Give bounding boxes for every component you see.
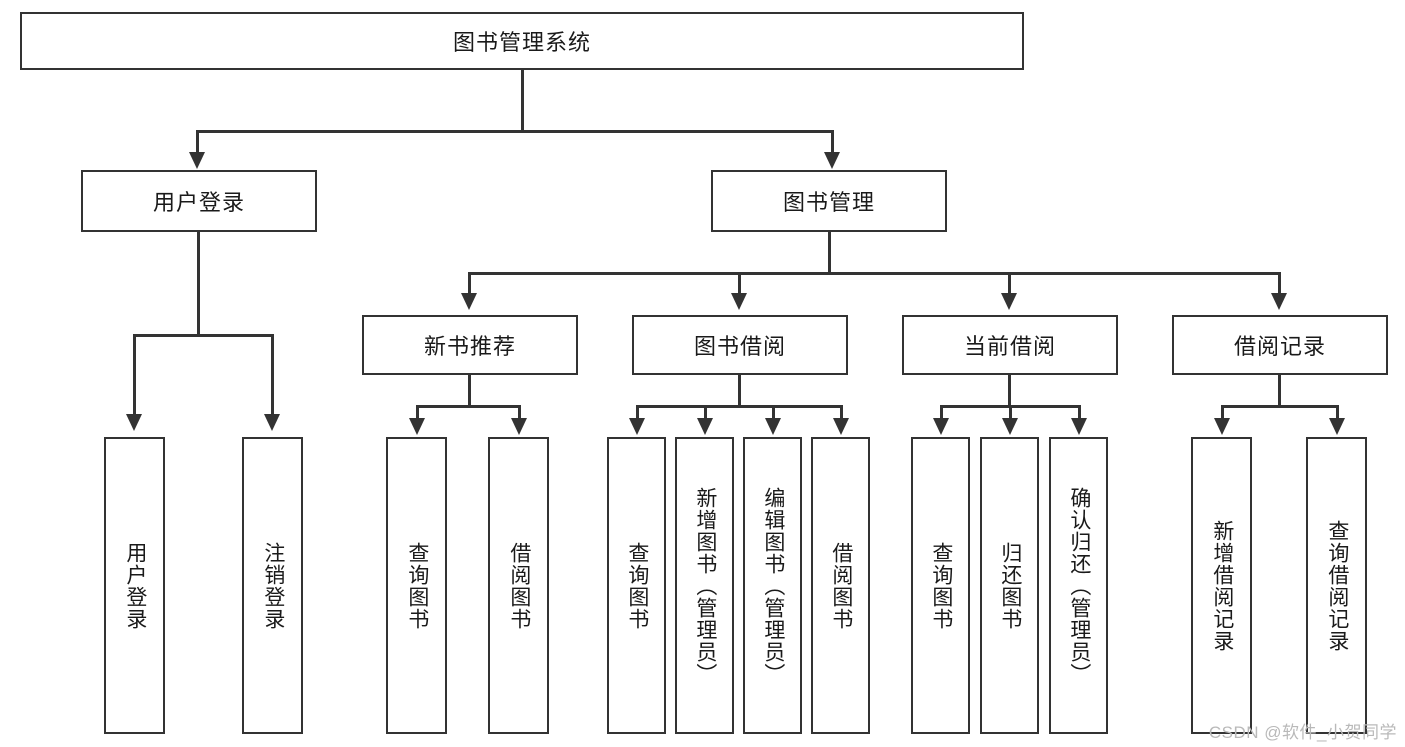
- leaf-query-book-2-label: 查询图书: [625, 541, 649, 630]
- node-book-management-label: 图书管理: [782, 190, 875, 215]
- connector-new-book-to-leaf-1: [416, 405, 419, 420]
- connector-user-login-to-leaf-1: [133, 334, 136, 416]
- leaf-query-book-3[interactable]: 查询图书: [911, 437, 970, 734]
- arrowhead-cb-to-leaf-3: [1071, 418, 1087, 435]
- arrowhead-bb-to-leaf-1: [629, 418, 645, 435]
- leaf-query-book-1[interactable]: 查询图书: [386, 437, 447, 734]
- root-node-label: 图书管理系统: [452, 30, 591, 55]
- connector-bm-to-borrow-record: [1278, 272, 1281, 295]
- leaf-borrow-book-1[interactable]: 借阅图书: [488, 437, 549, 734]
- connector-cb-to-leaf-1: [940, 405, 943, 420]
- arrowhead-cb-to-leaf-1: [933, 418, 949, 435]
- connector-root-to-book-management: [831, 130, 834, 155]
- node-current-borrow-label: 当前借阅: [963, 334, 1056, 359]
- leaf-query-book-3-label: 查询图书: [929, 541, 953, 630]
- arrowhead-cb-to-leaf-2: [1002, 418, 1018, 435]
- leaf-query-book-1-label: 查询图书: [405, 541, 429, 630]
- connector-book-management-bus: [469, 272, 1281, 275]
- connector-cb-to-leaf-2: [1009, 405, 1012, 420]
- connector-cb-to-leaf-3: [1078, 405, 1081, 420]
- arrowhead-root-to-book-management: [824, 152, 840, 169]
- arrowhead-bb-to-leaf-3: [765, 418, 781, 435]
- leaf-logout-label: 注销登录: [261, 541, 285, 630]
- connector-current-borrow-stem: [1008, 375, 1011, 407]
- leaf-borrow-book-1-label: 借阅图书: [507, 541, 531, 630]
- leaf-edit-book-admin[interactable]: 编辑图书（管理员）: [743, 437, 802, 734]
- arrowhead-bb-to-leaf-4: [833, 418, 849, 435]
- node-current-borrow[interactable]: 当前借阅: [902, 315, 1118, 375]
- leaf-add-borrow-record-label: 新增借阅记录: [1210, 519, 1234, 652]
- arrowhead-bm-to-book-borrow: [731, 293, 747, 310]
- arrowhead-br-to-leaf-1: [1214, 418, 1230, 435]
- arrowhead-new-book-to-leaf-2: [511, 418, 527, 435]
- connector-bb-to-leaf-2: [704, 405, 707, 420]
- leaf-add-book-admin-label: 新增图书（管理员）: [693, 486, 717, 685]
- node-user-login[interactable]: 用户登录: [81, 170, 317, 232]
- leaf-query-book-2[interactable]: 查询图书: [607, 437, 666, 734]
- leaf-add-book-admin[interactable]: 新增图书（管理员）: [675, 437, 734, 734]
- node-borrow-record-label: 借阅记录: [1233, 334, 1326, 359]
- leaf-borrow-book-2-label: 借阅图书: [829, 541, 853, 630]
- arrowhead-bm-to-borrow-record: [1271, 293, 1287, 310]
- leaf-return-book-label: 归还图书: [998, 541, 1022, 630]
- connector-user-login-stem: [197, 232, 200, 336]
- node-book-management[interactable]: 图书管理: [711, 170, 947, 232]
- leaf-confirm-return-admin[interactable]: 确认归还（管理员）: [1049, 437, 1108, 734]
- leaf-add-borrow-record[interactable]: 新增借阅记录: [1191, 437, 1252, 734]
- connector-new-book-bus: [417, 405, 521, 408]
- node-new-book-recommend-label: 新书推荐: [423, 334, 516, 359]
- node-borrow-record[interactable]: 借阅记录: [1172, 315, 1388, 375]
- leaf-user-login-label: 用户登录: [123, 541, 147, 630]
- root-node[interactable]: 图书管理系统: [20, 12, 1024, 70]
- arrowhead-user-login-to-leaf-2: [264, 414, 280, 431]
- leaf-logout[interactable]: 注销登录: [242, 437, 303, 734]
- connector-new-book-stem: [468, 375, 471, 407]
- arrowhead-bm-to-current-borrow: [1001, 293, 1017, 310]
- connector-user-login-to-leaf-2: [271, 334, 274, 416]
- arrowhead-new-book-to-leaf-1: [409, 418, 425, 435]
- leaf-return-book[interactable]: 归还图书: [980, 437, 1039, 734]
- connector-root-to-user-login: [196, 130, 199, 155]
- connector-bb-to-leaf-4: [840, 405, 843, 420]
- connector-br-to-leaf-1: [1221, 405, 1224, 420]
- connector-book-borrow-stem: [738, 375, 741, 407]
- node-new-book-recommend[interactable]: 新书推荐: [362, 315, 578, 375]
- leaf-user-login[interactable]: 用户登录: [104, 437, 165, 734]
- connector-book-borrow-bus: [637, 405, 842, 408]
- node-book-borrow-label: 图书借阅: [693, 334, 786, 359]
- connector-root-stem: [521, 70, 524, 132]
- csdn-watermark: CSDN @软件_小贺同学: [1208, 723, 1397, 742]
- leaf-query-borrow-record-label: 查询借阅记录: [1325, 519, 1349, 652]
- connector-bm-to-new-book: [468, 272, 471, 295]
- connector-br-to-leaf-2: [1336, 405, 1339, 420]
- connector-borrow-record-bus: [1222, 405, 1338, 408]
- connector-user-login-bus: [134, 334, 274, 337]
- node-user-login-label: 用户登录: [152, 190, 245, 215]
- leaf-confirm-return-admin-label: 确认归还（管理员）: [1067, 486, 1091, 685]
- leaf-query-borrow-record[interactable]: 查询借阅记录: [1306, 437, 1367, 734]
- connector-bm-to-current-borrow: [1008, 272, 1011, 295]
- arrowhead-user-login-to-leaf-1: [126, 414, 142, 431]
- connector-root-bus: [197, 130, 834, 133]
- arrowhead-br-to-leaf-2: [1329, 418, 1345, 435]
- arrowhead-root-to-user-login: [189, 152, 205, 169]
- arrowhead-bb-to-leaf-2: [697, 418, 713, 435]
- leaf-edit-book-admin-label: 编辑图书（管理员）: [761, 486, 785, 685]
- connector-bb-to-leaf-1: [636, 405, 639, 420]
- connector-bb-to-leaf-3: [772, 405, 775, 420]
- connector-borrow-record-stem: [1278, 375, 1281, 407]
- connector-bm-to-book-borrow: [738, 272, 741, 295]
- connector-book-management-stem: [828, 232, 831, 274]
- arrowhead-bm-to-new-book: [461, 293, 477, 310]
- node-book-borrow[interactable]: 图书借阅: [632, 315, 848, 375]
- leaf-borrow-book-2[interactable]: 借阅图书: [811, 437, 870, 734]
- connector-new-book-to-leaf-2: [518, 405, 521, 420]
